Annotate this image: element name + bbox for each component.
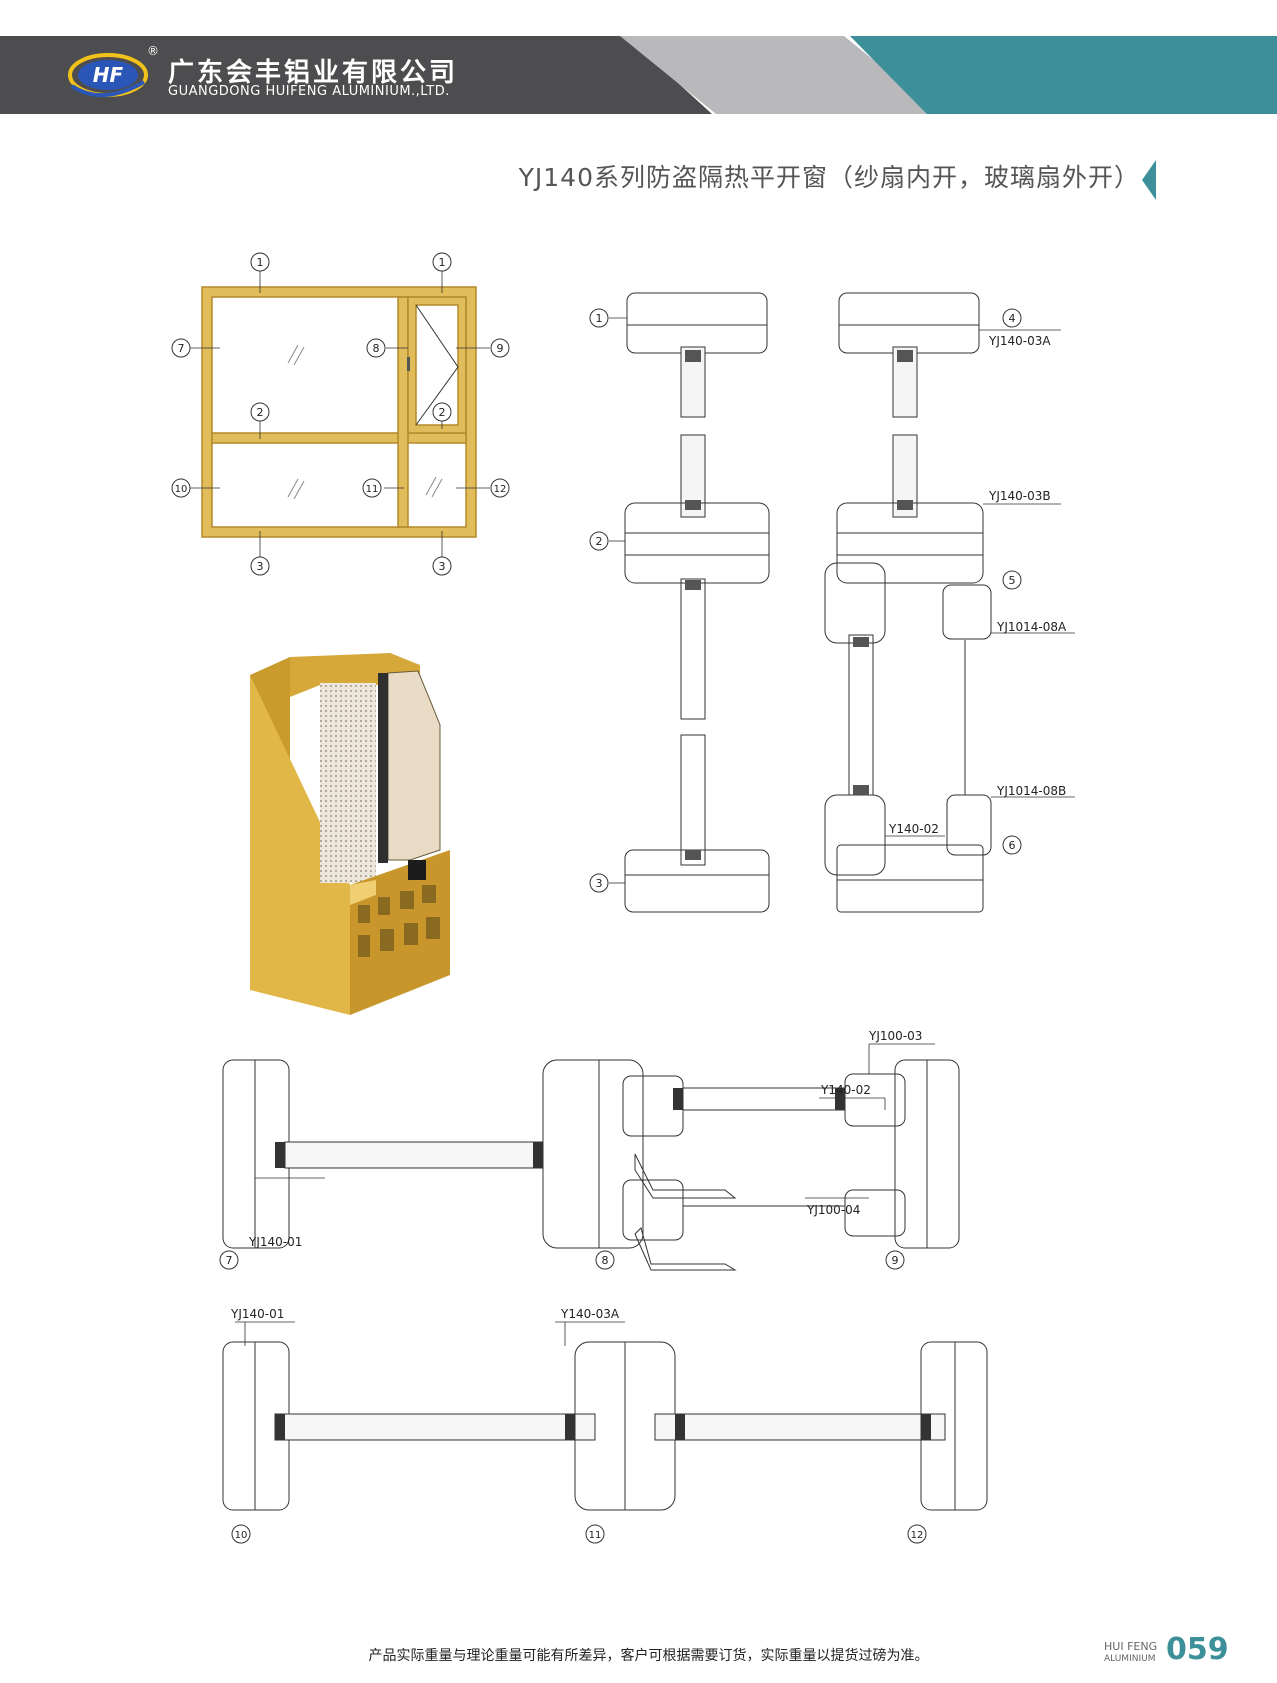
vsec-marker: 4 bbox=[1009, 312, 1016, 325]
horizontal-section-bottom: 10 11 12 YJ140-01 Y140-03A bbox=[222, 1307, 988, 1544]
footer-brand-line2: ALUMINIUM bbox=[1104, 1654, 1156, 1664]
elev-marker: 2 bbox=[439, 406, 446, 419]
title-arrow-icon bbox=[1142, 160, 1156, 200]
hsec-marker: 8 bbox=[602, 1254, 609, 1267]
hsec-marker: 12 bbox=[911, 1530, 924, 1541]
hsec-marker: 10 bbox=[235, 1530, 248, 1541]
page-title: YJ140系列防盗隔热平开窗（纱扇内开，玻璃扇外开） bbox=[518, 163, 1140, 192]
elev-marker: 12 bbox=[494, 484, 507, 495]
vsec-marker: 6 bbox=[1009, 839, 1016, 852]
hsec-label: YJ100-03 bbox=[868, 1030, 922, 1043]
elev-marker: 9 bbox=[497, 342, 504, 355]
profile-3d-illustration bbox=[250, 653, 450, 1015]
hsec-label: YJ100-04 bbox=[806, 1203, 860, 1217]
vsec-marker: 2 bbox=[596, 535, 603, 548]
vertical-section-drawing: 1 2 3 4 5 6 YJ140-03A YJ140-03B YJ1014-0… bbox=[589, 292, 1075, 913]
registered-mark: ® bbox=[147, 44, 159, 58]
hsec-marker: 11 bbox=[589, 1530, 602, 1541]
elev-marker: 2 bbox=[257, 406, 264, 419]
company-name-cn: 广东会丰铝业有限公司 bbox=[168, 58, 459, 88]
hsec-marker: 9 bbox=[892, 1254, 899, 1267]
logo-text: HF bbox=[93, 63, 124, 87]
vsec-marker: 3 bbox=[596, 877, 603, 890]
horizontal-section-top: 7 8 9 YJ140-01 YJ100-03 Y140-02 YJ100-04 bbox=[219, 1030, 960, 1271]
header-teal-band bbox=[850, 36, 1277, 114]
vsec-label: YJ1014-08A bbox=[996, 620, 1067, 634]
vsec-marker: 1 bbox=[596, 312, 603, 325]
vsec-label: YJ1014-08B bbox=[996, 784, 1066, 798]
window-elevation: 1 1 7 8 9 2 2 10 11 12 3 3 bbox=[171, 252, 510, 576]
hsec-label: Y140-03A bbox=[560, 1307, 620, 1321]
company-logo: HF bbox=[68, 53, 148, 98]
elev-marker: 3 bbox=[439, 560, 446, 573]
hsec-label: YJ140-01 bbox=[230, 1307, 284, 1321]
elev-marker: 3 bbox=[257, 560, 264, 573]
elev-marker: 8 bbox=[373, 342, 380, 355]
vsec-marker: 5 bbox=[1009, 574, 1016, 587]
vsec-label: YJ140-03A bbox=[988, 334, 1051, 348]
company-name-en: GUANGDONG HUIFENG ALUMINIUM.,LTD. bbox=[168, 84, 450, 99]
elev-marker: 7 bbox=[178, 342, 185, 355]
page-number: 059 bbox=[1166, 1632, 1229, 1667]
elev-marker: 1 bbox=[439, 256, 446, 269]
vsec-label: Y140-02 bbox=[888, 822, 939, 836]
footer-note: 产品实际重量与理论重量可能有所差异，客户可根据需要订货，实际重量以提货过磅为准。 bbox=[368, 1648, 929, 1664]
hsec-label: YJ140-01 bbox=[248, 1235, 302, 1249]
elev-marker: 1 bbox=[257, 256, 264, 269]
hsec-marker: 7 bbox=[226, 1254, 233, 1267]
hsec-label: Y140-02 bbox=[820, 1083, 871, 1097]
footer-brand-line1: HUI FENG bbox=[1104, 1640, 1158, 1653]
elev-marker: 10 bbox=[175, 484, 188, 495]
vsec-label: YJ140-03B bbox=[988, 489, 1051, 503]
elev-marker: 11 bbox=[366, 484, 379, 495]
